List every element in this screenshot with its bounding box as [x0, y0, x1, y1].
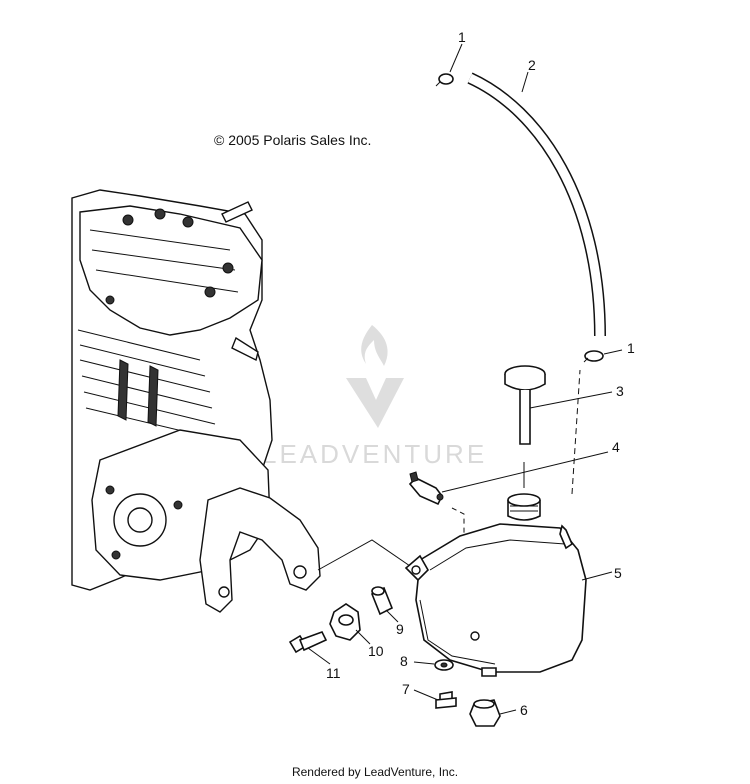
watermark-flame-icon [361, 325, 388, 366]
oil-reservoir-tank [404, 493, 587, 677]
copyright-notice: © 2005 Polaris Sales Inc. [214, 132, 372, 148]
cooling-fins [77, 329, 221, 441]
vent-hose [467, 72, 606, 337]
rubber-mount [329, 603, 361, 641]
mounting-bracket [199, 487, 321, 613]
callout-8: 8 [400, 653, 408, 669]
hose-clamp-top [435, 73, 454, 87]
callout-numbers: 1 2 1 3 4 5 6 7 8 9 10 11 [326, 29, 635, 718]
callout-leaders [307, 43, 623, 715]
cover-bolts [105, 208, 234, 305]
watermark-v-icon [346, 378, 404, 428]
callout-4: 4 [612, 439, 620, 455]
callout-11: 11 [326, 665, 341, 681]
washer [434, 659, 454, 671]
callout-10: 10 [368, 643, 384, 659]
callout-6: 6 [520, 702, 528, 718]
leadventure-watermark: LEADVENTURE [262, 325, 487, 469]
dipstick-cap [504, 365, 546, 445]
callout-2: 2 [528, 57, 536, 73]
mounting-bolt [288, 631, 328, 654]
hose-clamp-bottom [583, 350, 604, 363]
bushing [370, 586, 394, 616]
callout-3: 3 [616, 383, 624, 399]
grommet [469, 699, 501, 727]
rendered-by-footer: Rendered by LeadVenture, Inc. [291, 765, 459, 779]
watermark-text: LEADVENTURE [262, 439, 487, 469]
drain-bolt [435, 691, 457, 709]
vent-fitting [408, 471, 444, 506]
callout-9: 9 [396, 621, 404, 637]
callout-7: 7 [402, 681, 410, 697]
callout-1-bottom: 1 [627, 340, 635, 356]
engine-assembly [71, 189, 321, 613]
callout-5: 5 [614, 565, 622, 581]
callout-1-top: 1 [458, 29, 466, 45]
